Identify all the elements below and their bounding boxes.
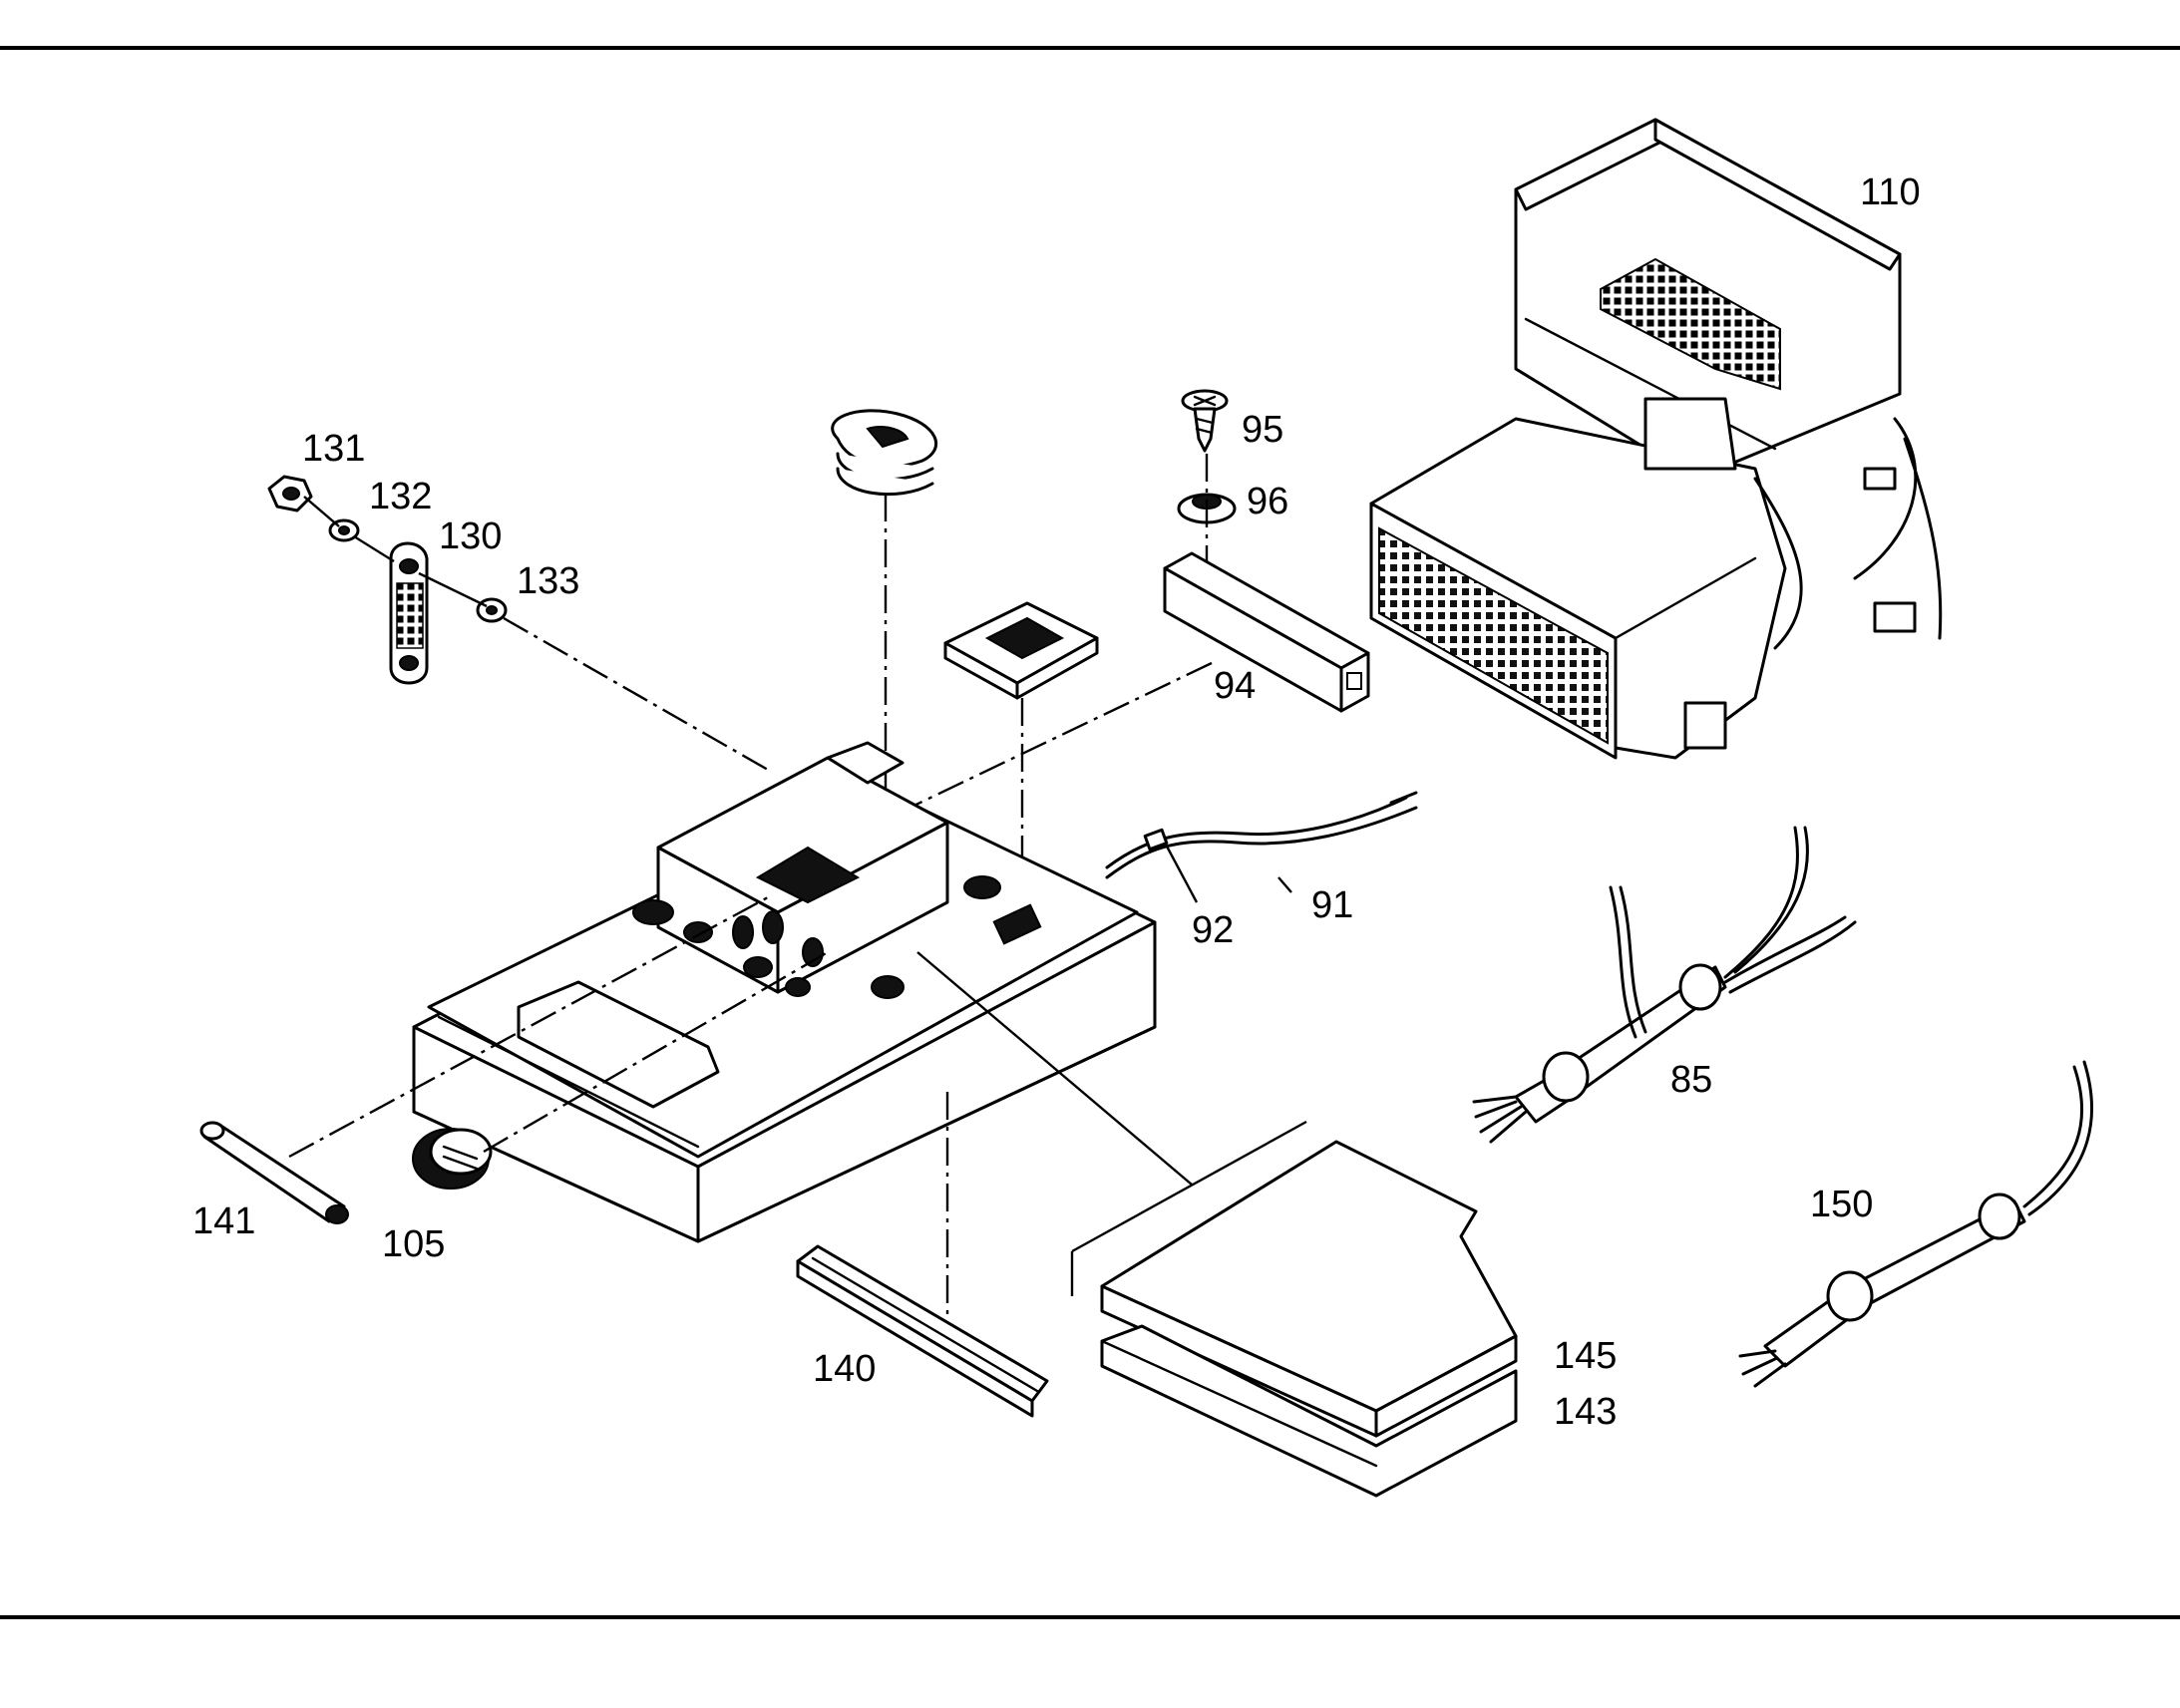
callout-145: 145 (1554, 1335, 1617, 1377)
callout-110: 110 (1860, 171, 1921, 213)
callout-91: 91 (1311, 884, 1353, 926)
pad-145 (1100, 1140, 1518, 1438)
callout-132: 132 (369, 476, 432, 517)
washer-133 (476, 597, 508, 623)
square-grommet (943, 601, 1099, 700)
callout-133: 133 (517, 560, 579, 602)
callout-95: 95 (1242, 409, 1283, 451)
callout-92: 92 (1192, 909, 1234, 951)
callout-96: 96 (1247, 481, 1288, 522)
hardware-axis (503, 616, 769, 772)
screw-95 (1181, 389, 1229, 453)
callout-143: 143 (1554, 1391, 1617, 1433)
harness-150 (1738, 1060, 2093, 1388)
pad-143 (1100, 1324, 1518, 1498)
callout-141: 141 (192, 1200, 255, 1242)
callout-94: 94 (1214, 665, 1256, 707)
callout-130: 130 (439, 515, 502, 557)
callout-85: 85 (1670, 1059, 1712, 1101)
harness-85 (1472, 826, 1857, 1144)
callout-150: 150 (1810, 1184, 1873, 1225)
callout-131: 131 (302, 428, 365, 470)
plug-axis (483, 950, 829, 1154)
clamp-130 (389, 541, 429, 685)
square-tube-94 (1163, 551, 1370, 713)
heater-unit-110 (1369, 118, 1943, 760)
plug-105 (412, 1128, 493, 1190)
rod-141 (199, 1121, 349, 1224)
callout-140: 140 (813, 1348, 876, 1390)
oval-grommet (831, 409, 938, 497)
nut-131 (267, 475, 313, 512)
channel-strip-140 (796, 1244, 1049, 1418)
callout-105: 105 (382, 1223, 445, 1265)
main-base (412, 741, 1418, 1243)
